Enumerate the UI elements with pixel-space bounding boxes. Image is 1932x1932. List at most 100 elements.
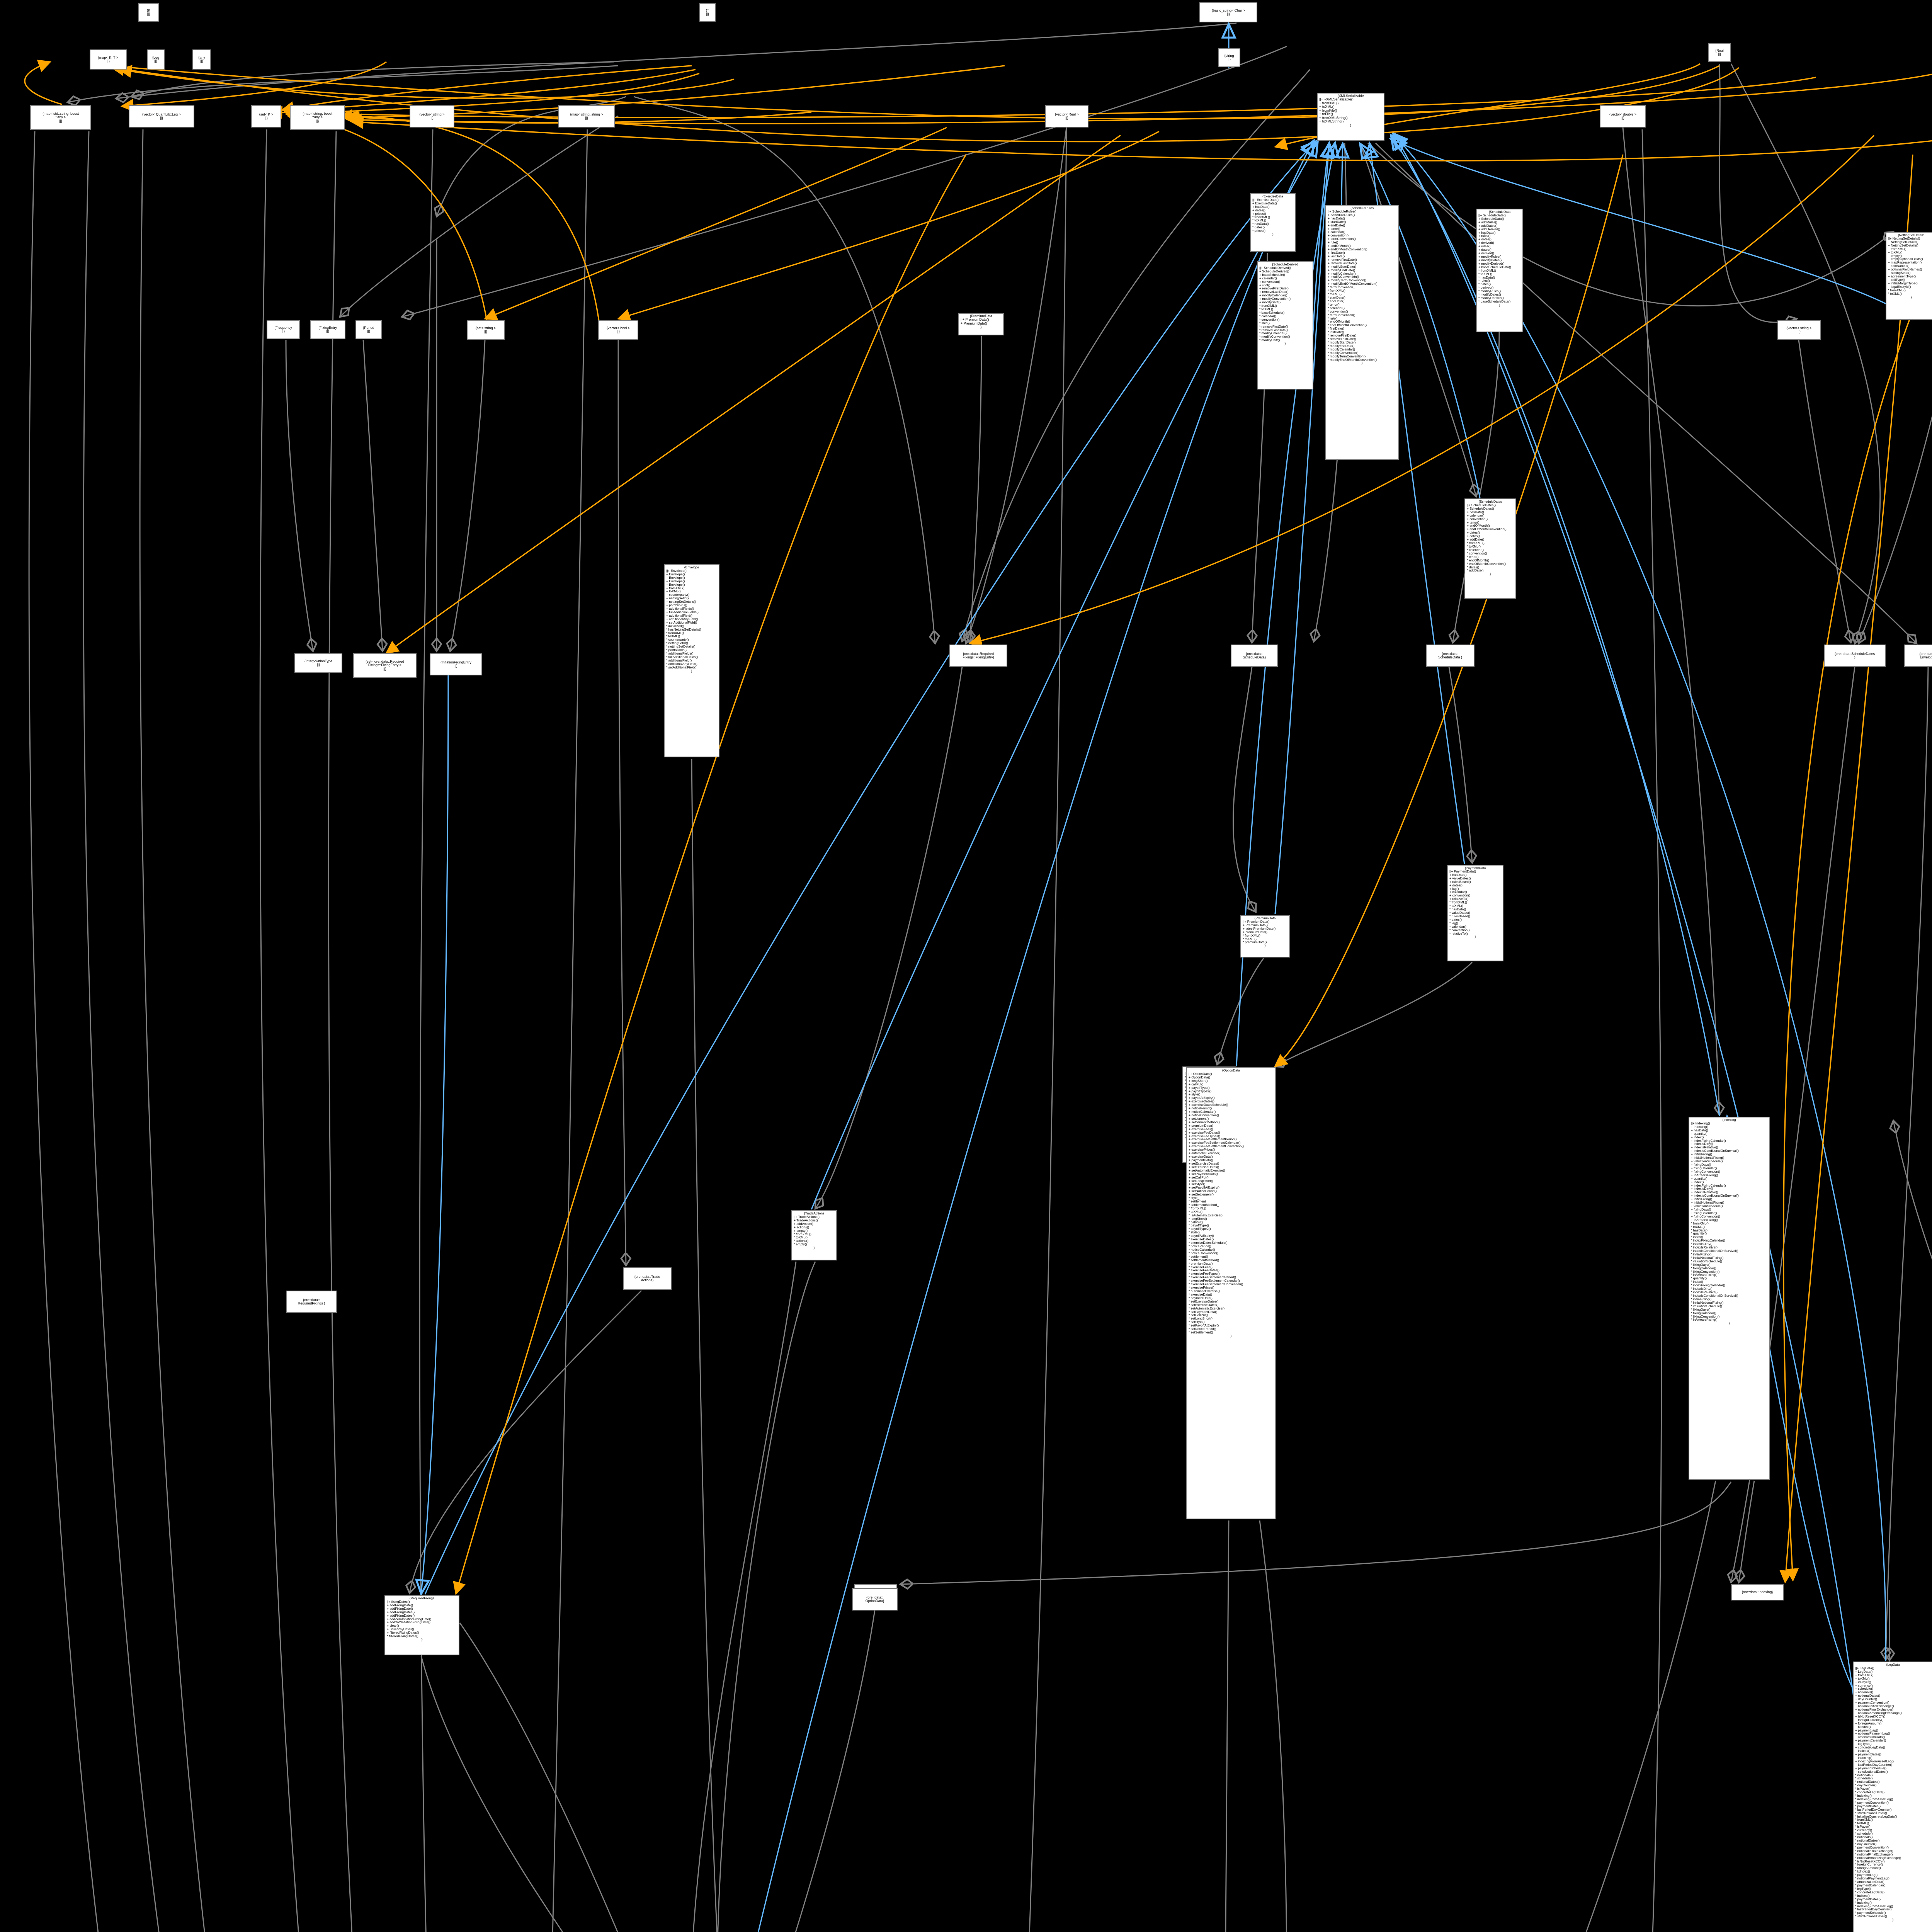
class-node-legdata[interactable]: {LegData||+ LegData() + LegData() + from… (1853, 1662, 1932, 1932)
class-node-ore_data_ore_data[interactable]: {ore::data:: RequiredFixings } (286, 1291, 337, 1313)
class-node-vector_bool[interactable]: {vector< bool >||} (598, 320, 638, 340)
class-node-vector_double[interactable]: {vector< double >||} (1600, 105, 1646, 128)
class-node-title: {XMLSerializable (1337, 94, 1364, 98)
class-node-xmlnode[interactable]: {XMLSerializable||+ ~XMLSerializable() +… (1317, 93, 1384, 141)
class-node-title: {ore::data::Trade Actions} (634, 1274, 660, 1282)
class-node-close: ||} (282, 329, 285, 333)
class-node-members: ||+ TradeActions() + TradeActions() + ad… (794, 1214, 820, 1247)
class-node-frequency[interactable]: {Frequency||} (267, 320, 300, 339)
class-node-scheduledates[interactable]: {ScheduleDates||+ ScheduleDates() + Sche… (1464, 498, 1516, 599)
class-node-ore_data_envelope[interactable]: {ore::data:: Envelope} (1904, 645, 1932, 667)
class-node-leg[interactable]: {Leg||} (147, 49, 165, 70)
class-node-tradeactions[interactable]: {TradeActions||+ TradeActions() + TradeA… (791, 1210, 837, 1260)
class-node-nettingsetdetails[interactable]: {NettingSetDetails||+ NettingSetDetails(… (1886, 232, 1932, 320)
class-node-period[interactable]: {Period||} (355, 320, 382, 339)
class-node-t[interactable]: {T||} (699, 3, 716, 22)
class-node-map_stdstring_boost_any[interactable]: {map< std::string, boost ::any >||} (30, 105, 91, 130)
class-node-requiredfixings[interactable]: {RequiredFixings||+ fixingDates() + addF… (384, 1595, 459, 1655)
class-node-members: ||+ ScheduleData() + ScheduleData() + ad… (1478, 213, 1511, 303)
class-node-title: {FixingEntry (318, 325, 337, 330)
class-node-title: {OptionData (1222, 1068, 1240, 1072)
class-node-map_string_string[interactable]: {map< string, string >||} (558, 105, 615, 128)
class-node-any[interactable]: {any||} (192, 49, 211, 70)
class-node-close: ||} (1227, 12, 1230, 16)
class-node-close: } (1499, 303, 1500, 307)
class-node-close: ||} (617, 330, 620, 333)
class-node-paymentdata[interactable]: {PaymentData||+ PaymentData() + hasData(… (1447, 865, 1503, 961)
class-node-title: {vector< bool > (606, 326, 630, 330)
class-node-close: ||} (147, 12, 150, 16)
class-node-members: ||+ ScheduleDates() + ScheduleDates() + … (1467, 503, 1507, 573)
class-node-basic_string_char[interactable]: {basic_string< Char >||} (1199, 2, 1257, 22)
class-node-members: ||+ NettingSetDetails() + NettingSetDeta… (1888, 236, 1923, 296)
class-node-schedulederived[interactable]: {ScheduleDerived||+ ScheduleDerived() + … (1257, 261, 1313, 389)
class-node-set_string[interactable]: {set< string >||} (467, 320, 505, 340)
class-node-close: } (1272, 232, 1274, 236)
class-node-members: ||+ PremiumData() + PremiumData() (961, 318, 989, 325)
class-node-title: {ScheduleData (1488, 210, 1511, 214)
class-node-envelope[interactable]: {Envelope||+ Envelope() + Envelope() + E… (664, 564, 719, 757)
class-node-ore_data_scheduledata2[interactable]: {ore::data:: ScheduleData } (1426, 645, 1475, 667)
class-node-close: } (1475, 935, 1476, 939)
class-node-ore_data_optiondata[interactable]: {ore::data:: OptionData} (852, 1588, 898, 1611)
class-node-vector_quantlib_leg[interactable]: {vector< QuantLib::Leg >||} (129, 105, 194, 128)
class-node-premiumdata2[interactable]: {PremiumData||+ PremiumData() + PremiumD… (1240, 915, 1290, 957)
class-node-real[interactable]: {Real||} (1708, 43, 1731, 62)
class-node-title: {map< K, T > (98, 55, 119, 60)
class-node-close: } (1728, 1321, 1730, 1325)
class-node-k[interactable]: {K||} (138, 3, 159, 22)
class-node-title: {vector< string > (1786, 326, 1812, 330)
class-node-title: {Period (363, 325, 374, 330)
class-node-vector_string_mid[interactable]: {vector< string >||} (1777, 320, 1821, 340)
class-node-ore_data_scheduledata[interactable]: {ore::data:: ScheduleData} (1231, 645, 1278, 667)
class-node-vector_string_top[interactable]: {vector< string >||} (410, 105, 454, 128)
class-node-inflationfixingentry[interactable]: {InflationFixingEntry||} (430, 653, 482, 675)
class-node-title: {ore::data::ScheduleDates } (1834, 651, 1875, 659)
class-node-premiumdata[interactable]: {PremiumData||+ PremiumData() + PremiumD… (958, 313, 1004, 335)
class-node-close: ||} (484, 330, 487, 333)
class-node-title: {vector< QuantLib::Leg > (142, 112, 181, 116)
class-node-title: {map< string, boost ::any > (302, 111, 333, 119)
class-node-schedulerules[interactable]: {ScheduleRules||+ ScheduleRules() + Sche… (1325, 205, 1399, 460)
class-node-close: ||} (383, 667, 386, 671)
class-node-members: ||+ ExerciseData() + ExerciseData() + ha… (1252, 197, 1279, 233)
class-node-title: {Real (1715, 48, 1724, 53)
class-node-title: {ore::data::Indexing} (1742, 1590, 1773, 1594)
class-node-title: {LegData (1886, 1663, 1900, 1667)
class-node-title: {ore::data:: RequiredFixings } (298, 1298, 325, 1305)
class-node-close: ||} (317, 663, 320, 667)
inheritance-edges (421, 24, 1913, 1932)
class-node-members: ||+ Indexing() + Indexing() + hasData() … (1691, 1121, 1739, 1322)
class-node-startdatedate[interactable]: {ore::data::ScheduleDates } (1824, 645, 1886, 667)
class-node-title: {InterpolationType (304, 659, 333, 663)
class-node-exercisedata[interactable]: {ExerciseData||+ ExerciseData() + Exerci… (1250, 193, 1296, 252)
class-node-close: ||} (1798, 330, 1801, 333)
class-node-title: {ScheduleDates (1478, 500, 1502, 503)
class-node-close: } (813, 1246, 815, 1250)
class-node-set_requiredfixings[interactable]: {set< ore::data::Required Fixings::Fixin… (353, 653, 417, 678)
class-node-interpolationtype[interactable]: {InterpolationType||} (294, 653, 342, 673)
class-node-map_k_t[interactable]: {map< K, T >||} (90, 49, 127, 70)
class-node-optiondata[interactable]: {OptionData||+ OptionData() + OptionData… (1186, 1067, 1276, 1519)
class-node-ore_data_indexing[interactable]: {ore::data::Indexing} (1731, 1584, 1784, 1600)
class-node-close: ||} (430, 116, 434, 120)
class-node-close: } (1361, 361, 1363, 365)
class-node-requiredfixings_req[interactable]: {ore::data::Required Fixings::FixingEntr… (949, 645, 1007, 667)
class-node-map_string_boost_any[interactable]: {map< string, boost ::any >||} (290, 105, 345, 130)
class-node-title: {any (198, 55, 205, 60)
class-node-title: {Envelope (684, 565, 699, 569)
class-node-title: {ore::data:: ScheduleData } (1438, 651, 1463, 659)
class-node-vector_real[interactable]: {vector< Real >||} (1045, 105, 1088, 128)
class-node-indexing[interactable]: {Indexing||+ Indexing() + Indexing() + h… (1689, 1117, 1770, 1480)
class-node-close: ||} (585, 116, 588, 120)
class-node-ore_data_tradeactions[interactable]: {ore::data::Trade Actions} (623, 1267, 672, 1290)
class-node-string[interactable]: {string||} (1218, 48, 1240, 67)
class-node-set_k[interactable]: {set< K >||} (251, 105, 281, 128)
class-node-scheduledata[interactable]: {ScheduleData||+ ScheduleData() + Schedu… (1476, 209, 1523, 332)
class-node-close: } (1350, 123, 1351, 127)
class-node-title: {string (1224, 53, 1234, 58)
class-node-title: {PremiumData (969, 314, 993, 318)
class-node-title: {ore::data:: ScheduleData} (1243, 651, 1266, 659)
class-node-fixingentry[interactable]: {FixingEntry||} (310, 320, 345, 339)
